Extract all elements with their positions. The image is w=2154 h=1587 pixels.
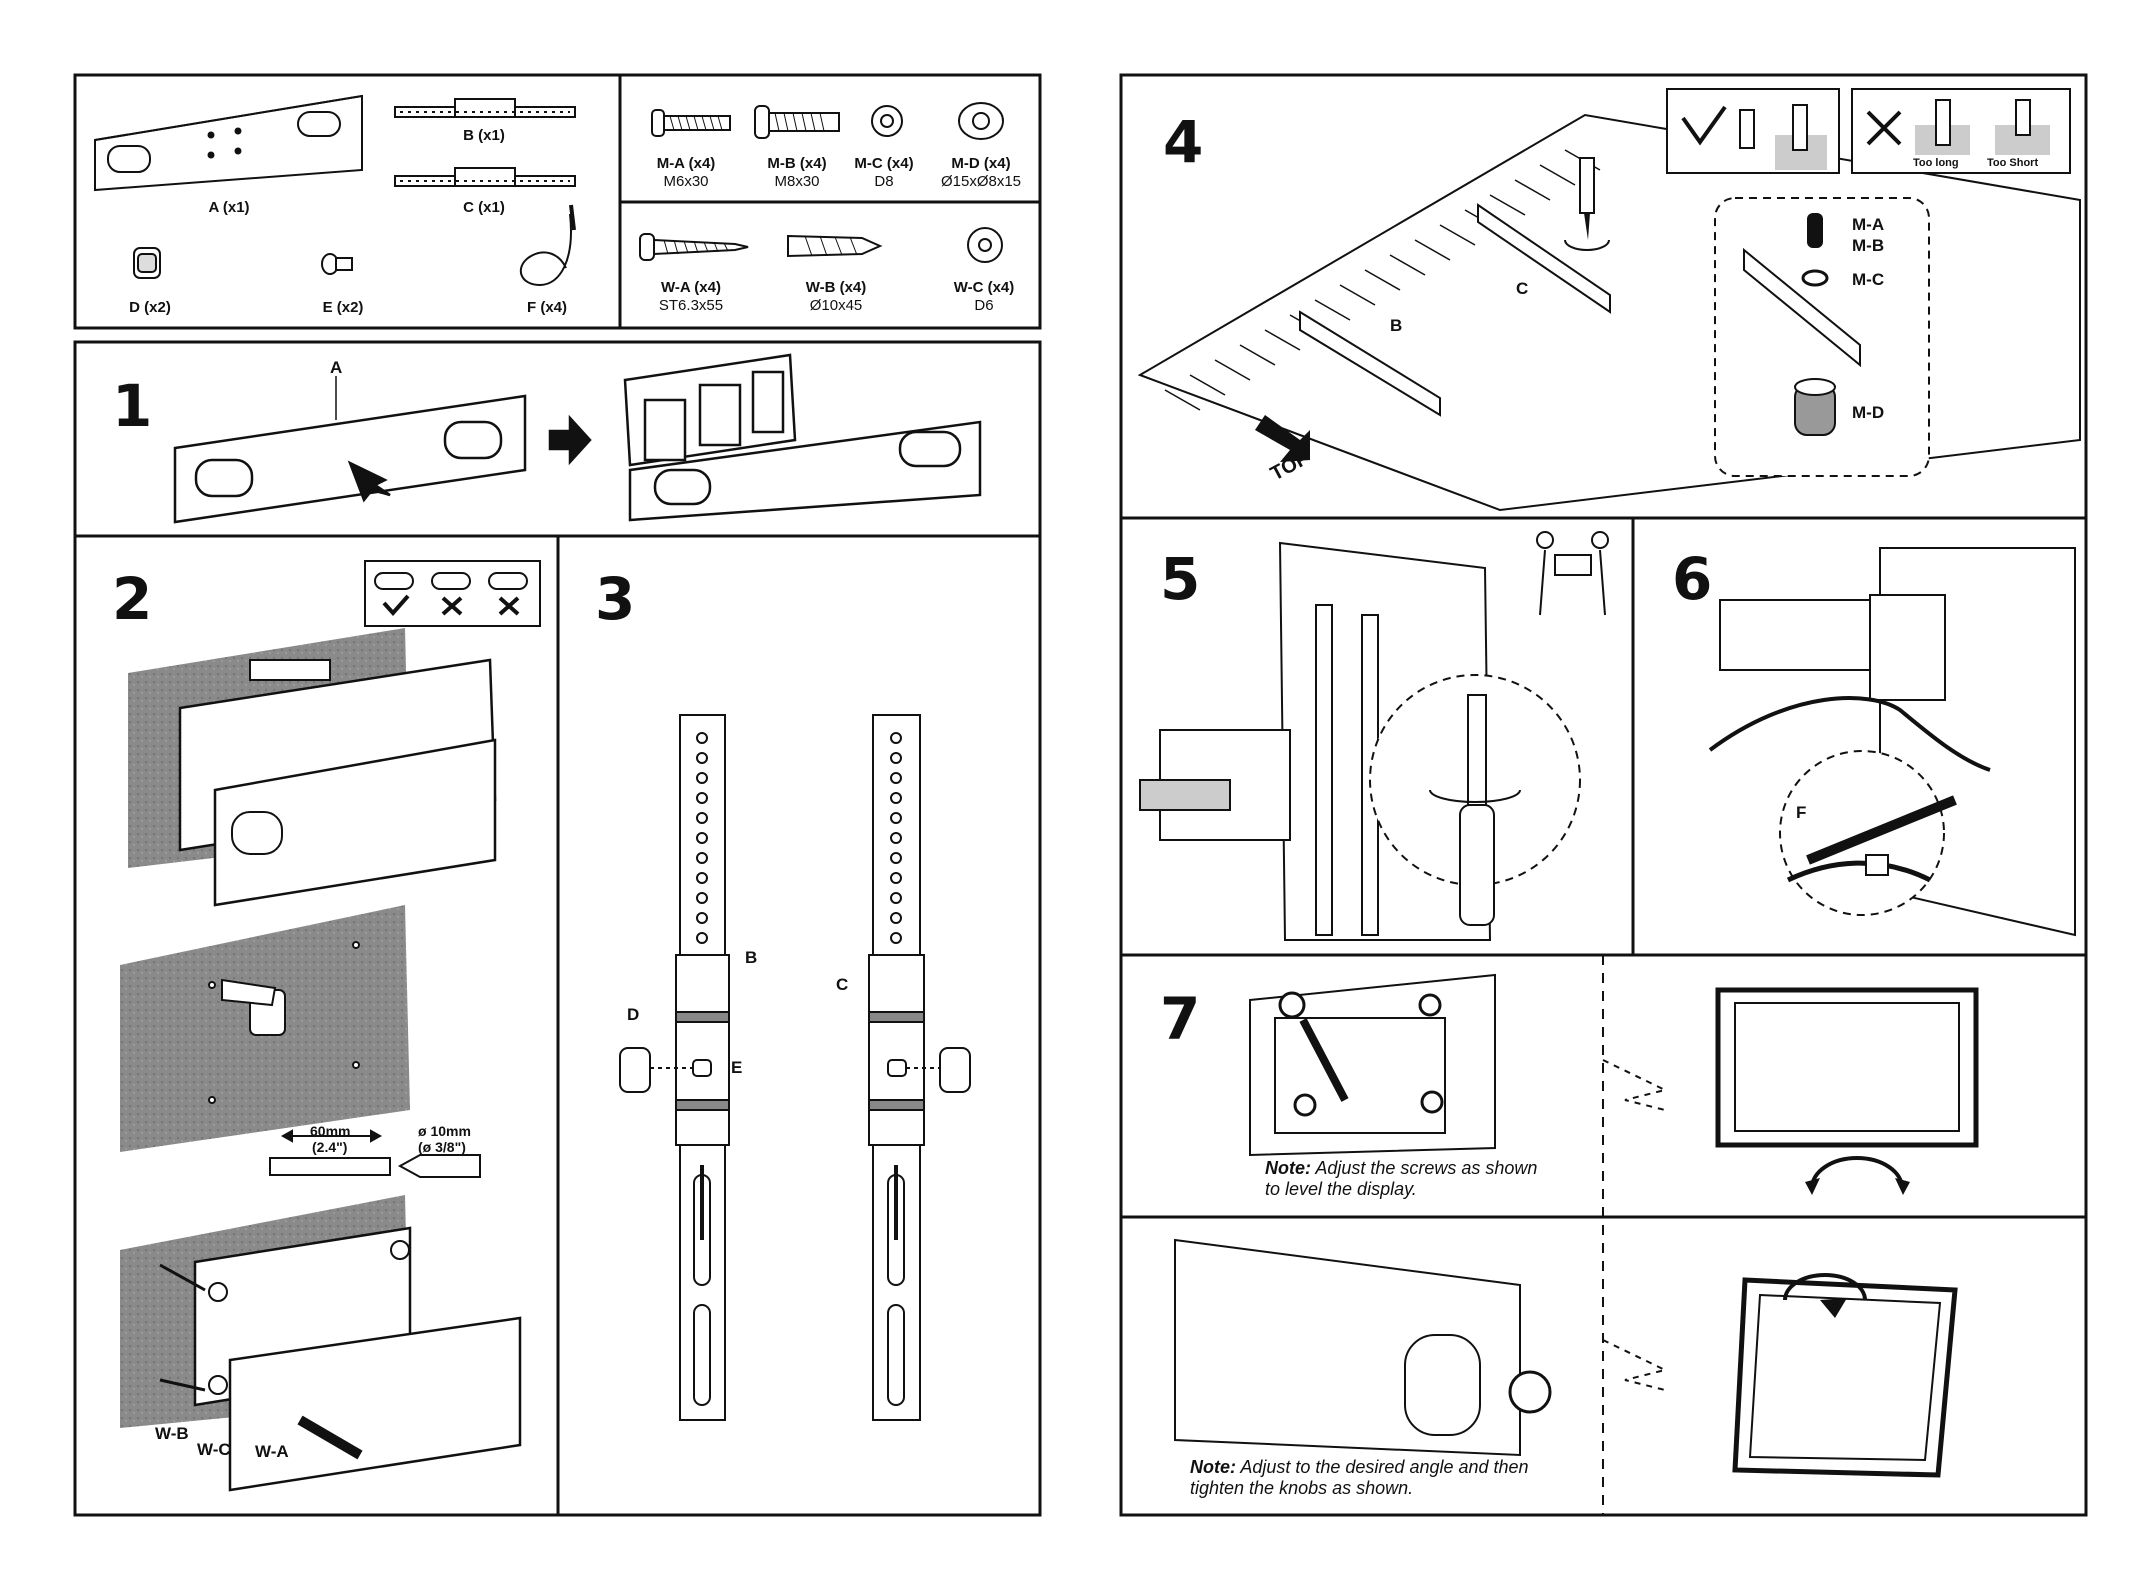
step4-label-ma: M-A xyxy=(1852,215,1885,234)
part-ma-spec: M6x30 xyxy=(663,173,709,190)
step6-label-f: F xyxy=(1796,803,1807,822)
part-md-spec: Ø15xØ8x15 xyxy=(940,173,1022,190)
step-5-number: 5 xyxy=(1160,545,1201,613)
part-f-label: F (x4) xyxy=(526,299,568,316)
part-d-label: D (x2) xyxy=(129,299,171,316)
step4-label-c: C xyxy=(1516,279,1529,298)
part-mc-spec: D8 xyxy=(874,173,894,190)
note-level-bold: Note: xyxy=(1265,1158,1311,1178)
note-angle-bold: Note: xyxy=(1190,1457,1236,1477)
part-md-label: M-D (x4) xyxy=(951,155,1011,172)
part-b-label: B (x1) xyxy=(463,127,505,144)
step1-art xyxy=(173,353,982,524)
step-6-number: 6 xyxy=(1672,545,1713,613)
step6-art xyxy=(1708,547,2076,937)
part-wb-label: W-B (x4) xyxy=(805,279,867,296)
note-angle-text: Adjust to the desired angle and then tig… xyxy=(1190,1457,1529,1498)
parts-left-art xyxy=(94,94,576,287)
too-long-label: Too long xyxy=(1913,157,1959,169)
step7-art xyxy=(1174,973,1979,1478)
drill-diameter-in: (ø 3/8") xyxy=(418,1139,466,1155)
step2-label-wa: W-A xyxy=(255,1442,289,1461)
part-wb-spec: Ø10x45 xyxy=(809,297,863,314)
step2-art xyxy=(120,560,541,1492)
step3-art xyxy=(619,714,971,1421)
step1-label-a: A xyxy=(330,358,343,377)
step-3-number: 3 xyxy=(595,565,636,633)
part-mc-label: M-C (x4) xyxy=(854,155,914,172)
step3-label-d: D xyxy=(627,1005,640,1024)
step5-art xyxy=(1139,531,1609,941)
note-level-text: Adjust the screws as shown to level the … xyxy=(1265,1158,1538,1199)
part-e-label: E (x2) xyxy=(322,299,364,316)
step7-note-level: Note: Adjust the screws as shown to leve… xyxy=(1265,1158,1545,1200)
part-c-label: C (x1) xyxy=(463,199,505,216)
step4-label-b: B xyxy=(1390,316,1403,335)
step4-label-mb: M-B xyxy=(1852,236,1885,255)
step3-label-c: C xyxy=(836,975,849,994)
step-4-number: 4 xyxy=(1163,108,1204,176)
drill-depth-in: (2.4") xyxy=(312,1139,348,1155)
step4-label-mc: M-C xyxy=(1852,270,1885,289)
part-mb-label: M-B (x4) xyxy=(767,155,827,172)
step2-label-wb: W-B xyxy=(155,1424,189,1443)
step-2-number: 2 xyxy=(112,565,153,633)
drill-depth-mm: 60mm xyxy=(310,1123,351,1139)
step4-label-md: M-D xyxy=(1852,403,1885,422)
step3-label-e: E xyxy=(731,1058,743,1077)
too-short-label: Too Short xyxy=(1987,157,2039,169)
part-wa-spec: ST6.3x55 xyxy=(658,297,724,314)
step-1-number: 1 xyxy=(112,372,153,440)
panel-frames xyxy=(73,73,2088,1517)
step4-art xyxy=(1137,88,2081,512)
step7-note-angle: Note: Adjust to the desired angle and th… xyxy=(1190,1457,1540,1499)
part-mb-spec: M8x30 xyxy=(774,173,820,190)
part-wc-label: W-C (x4) xyxy=(953,279,1015,296)
part-wa-label: W-A (x4) xyxy=(661,279,721,296)
drill-diameter-mm: ø 10mm xyxy=(418,1123,471,1139)
step2-label-wc: W-C xyxy=(197,1440,231,1459)
step-7-number: 7 xyxy=(1160,985,1201,1053)
step3-label-b: B xyxy=(745,948,758,967)
part-ma-label: M-A (x4) xyxy=(656,155,716,172)
parts-right-art xyxy=(639,102,1004,263)
part-wc-spec: D6 xyxy=(974,297,994,314)
part-a-label: A (x1) xyxy=(208,199,250,216)
